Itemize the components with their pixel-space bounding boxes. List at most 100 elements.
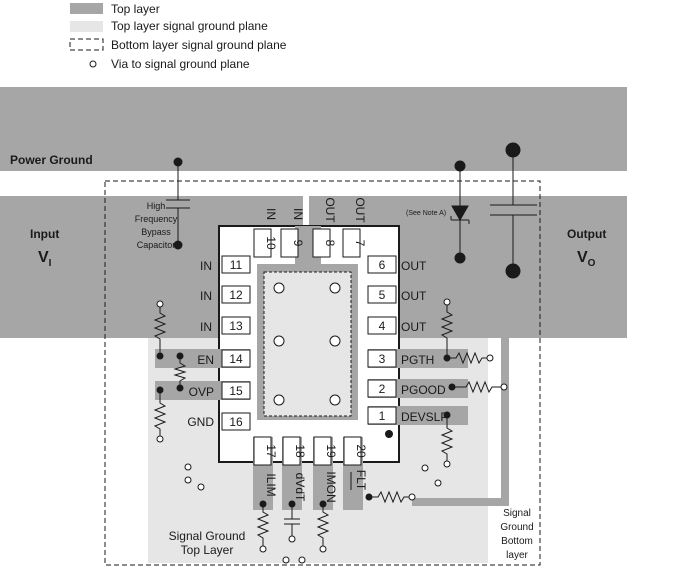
power-ground-plane bbox=[0, 87, 627, 171]
pin-6-number: 6 bbox=[379, 258, 386, 272]
pin-2-label: PGOOD bbox=[401, 383, 446, 397]
pin-4-number: 4 bbox=[379, 319, 386, 333]
sg-bot-label-line1: Signal bbox=[503, 508, 531, 519]
sg-bot-label-line4: layer bbox=[506, 550, 528, 561]
pin-17-number: 17 bbox=[264, 444, 278, 458]
pin-15-label: OVP bbox=[189, 385, 214, 399]
pin-17-label: ILIM bbox=[264, 473, 278, 496]
en-resistor-top bbox=[153, 300, 167, 360]
pin-3-label: PGTH bbox=[401, 353, 434, 367]
pin-15-number: 15 bbox=[229, 384, 243, 398]
pin-10: 10 IN bbox=[253, 208, 278, 258]
sg-bot-label-line2: Ground bbox=[500, 522, 533, 533]
power-ground-label: Power Ground bbox=[10, 153, 93, 167]
via-thermal bbox=[273, 335, 285, 347]
pin-10-label: IN bbox=[264, 208, 278, 220]
via bbox=[184, 463, 192, 471]
via-thermal bbox=[273, 282, 285, 294]
legend-signal-ground-bottom-text: Bottom layer signal ground plane bbox=[111, 38, 287, 52]
pin-20: 20 FLT bbox=[343, 436, 368, 491]
pin-5-number: 5 bbox=[379, 288, 386, 302]
via-thermal bbox=[329, 394, 341, 406]
pin-16-label: GND bbox=[187, 415, 214, 429]
bypass-capacitor bbox=[166, 157, 190, 250]
pin-2-number: 2 bbox=[379, 382, 386, 396]
pin-13-number: 13 bbox=[229, 319, 243, 333]
flt-resistor bbox=[365, 490, 416, 504]
pin-15: 15 OVP bbox=[189, 381, 251, 400]
input-label: Input bbox=[30, 227, 59, 241]
pin-1: 1 DEVSLP bbox=[367, 406, 448, 425]
pin-11: 11 IN bbox=[200, 255, 251, 274]
signal-ground-bottom-outline bbox=[104, 180, 541, 566]
legend-top-layer-swatch bbox=[70, 3, 103, 14]
pin-11-label: IN bbox=[200, 259, 212, 273]
pin-10-number: 10 bbox=[264, 236, 278, 250]
pin-4-label: OUT bbox=[401, 320, 427, 334]
pgood-resistor bbox=[448, 380, 508, 394]
via bbox=[282, 556, 290, 564]
pin-5-label: OUT bbox=[401, 289, 427, 303]
pin-14-label: EN bbox=[197, 353, 214, 367]
pin-20-label: FLT bbox=[354, 470, 368, 491]
pin-12-label: IN bbox=[200, 289, 212, 303]
pin-19-label: IMON bbox=[324, 471, 338, 502]
legend-signal-ground-top-swatch bbox=[70, 21, 103, 32]
pgth-resistor-horizontal bbox=[450, 351, 494, 365]
sg-bot-label-line3: Bottom bbox=[501, 536, 533, 547]
pgth-resistor-top bbox=[440, 298, 454, 362]
output-capacitor bbox=[490, 142, 537, 279]
pin-16: 16 GND bbox=[187, 412, 251, 431]
pin-9-label: IN bbox=[291, 208, 305, 220]
pin-13-label: IN bbox=[200, 320, 212, 334]
pin-14-number: 14 bbox=[229, 352, 243, 366]
bottom-layer-trace bbox=[412, 338, 509, 506]
pin-8: 8 OUT bbox=[312, 197, 337, 258]
pin-18-number: 18 bbox=[293, 444, 307, 458]
cap-label-line2: Frequency bbox=[135, 214, 178, 224]
pin-17: 17 ILIM bbox=[253, 436, 278, 497]
legend-via-symbol bbox=[89, 60, 97, 68]
pin-19: 19 IMON bbox=[313, 436, 338, 503]
legend-signal-ground-top-text: Top layer signal ground plane bbox=[111, 19, 268, 33]
cap-label-line1: High bbox=[147, 201, 166, 211]
tvs-diode bbox=[450, 160, 470, 264]
pin-16-number: 16 bbox=[229, 415, 243, 429]
pin-4: 4 OUT bbox=[367, 316, 427, 335]
pin-1-label: DEVSLP bbox=[401, 410, 448, 424]
pin-7: 7 OUT bbox=[342, 197, 367, 258]
pin-3: 3 PGTH bbox=[367, 349, 434, 368]
legend: Top layer Top layer signal ground plane … bbox=[69, 2, 287, 71]
devslp-resistor bbox=[440, 411, 454, 468]
via bbox=[197, 483, 205, 491]
pin-2: 2 PGOOD bbox=[367, 379, 446, 398]
pin-14: 14 EN bbox=[197, 349, 251, 368]
pin-6-label: OUT bbox=[401, 259, 427, 273]
via-thermal bbox=[329, 335, 341, 347]
pin-13: 13 IN bbox=[200, 316, 251, 335]
via bbox=[421, 464, 429, 472]
vi-label: VI bbox=[38, 249, 52, 269]
cap-label-line3: Bypass bbox=[141, 227, 171, 237]
via-thermal bbox=[329, 282, 341, 294]
pin-11-number: 11 bbox=[230, 258, 243, 272]
pin-5: 5 OUT bbox=[367, 285, 427, 304]
sg-top-label-line1: Signal Ground bbox=[169, 529, 246, 543]
via bbox=[298, 556, 306, 564]
pin-8-number: 8 bbox=[323, 240, 337, 247]
legend-top-layer-text: Top layer bbox=[111, 2, 160, 16]
legend-signal-ground-bottom-swatch bbox=[69, 38, 104, 51]
pin-1-number: 1 bbox=[379, 409, 386, 423]
output-label: Output bbox=[567, 227, 606, 241]
pin1-indicator bbox=[385, 430, 393, 438]
imon-resistor bbox=[316, 500, 330, 553]
pin-20-number: 20 bbox=[354, 444, 368, 458]
via bbox=[184, 476, 192, 484]
pin-12: 12 IN bbox=[200, 285, 251, 304]
legend-via-text: Via to signal ground plane bbox=[111, 57, 250, 71]
sg-top-label-line2: Top Layer bbox=[181, 543, 234, 557]
ilim-resistor bbox=[256, 500, 270, 553]
dvdt-capacitor bbox=[284, 500, 300, 543]
